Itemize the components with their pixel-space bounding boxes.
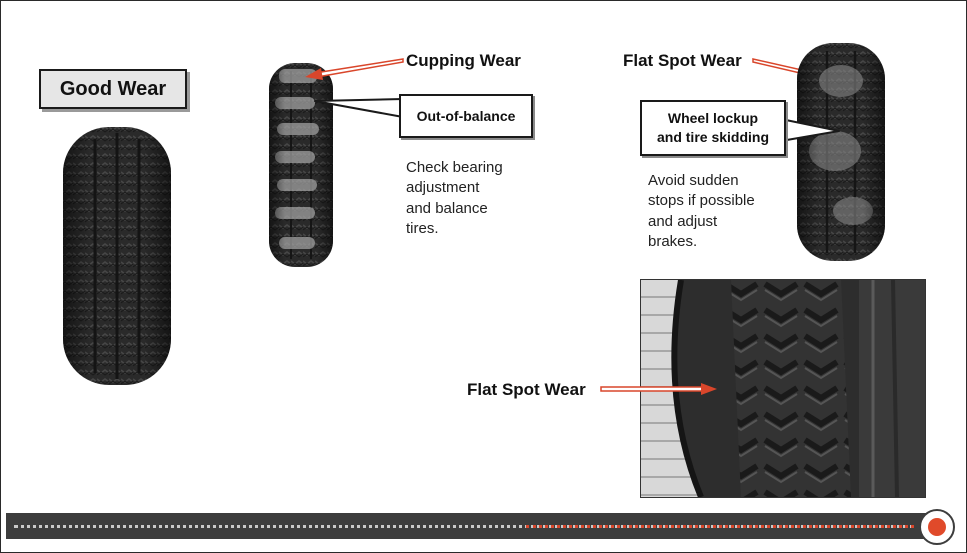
flat-spot-wear-heading: Flat Spot Wear <box>623 51 742 70</box>
cupping-arrow-icon <box>305 58 404 80</box>
flat-spot-remedy-text: Avoid sudden stops if possible and adjus… <box>648 172 755 250</box>
cupping-wear-heading: Cupping Wear <box>406 51 521 70</box>
good-wear-label: Good Wear <box>39 69 187 109</box>
cupping-callout-pointer <box>314 98 404 118</box>
flat-spot-callout-pointer <box>780 118 840 142</box>
photo-arrow-icon <box>600 383 717 395</box>
wheel-lockup-callout: Wheel lockup and tire skidding <box>640 100 786 156</box>
flat-spot-closeup-photo <box>640 279 926 498</box>
cupping-remedy-text: Check bearing adjustment and balance tir… <box>406 159 503 237</box>
flat-spot-tire-image <box>797 43 885 261</box>
photo-flat-spot-label: Flat Spot Wear <box>467 380 586 399</box>
good-wear-tire-image <box>63 127 171 385</box>
footer-bar <box>6 513 941 539</box>
cupping-wear-tire-image <box>269 63 333 267</box>
out-of-balance-callout: Out-of-balance <box>399 94 533 138</box>
footer-dotted-line <box>14 525 914 528</box>
record-circle-icon[interactable] <box>919 509 955 545</box>
footer-dotted-line-accent <box>526 525 914 528</box>
